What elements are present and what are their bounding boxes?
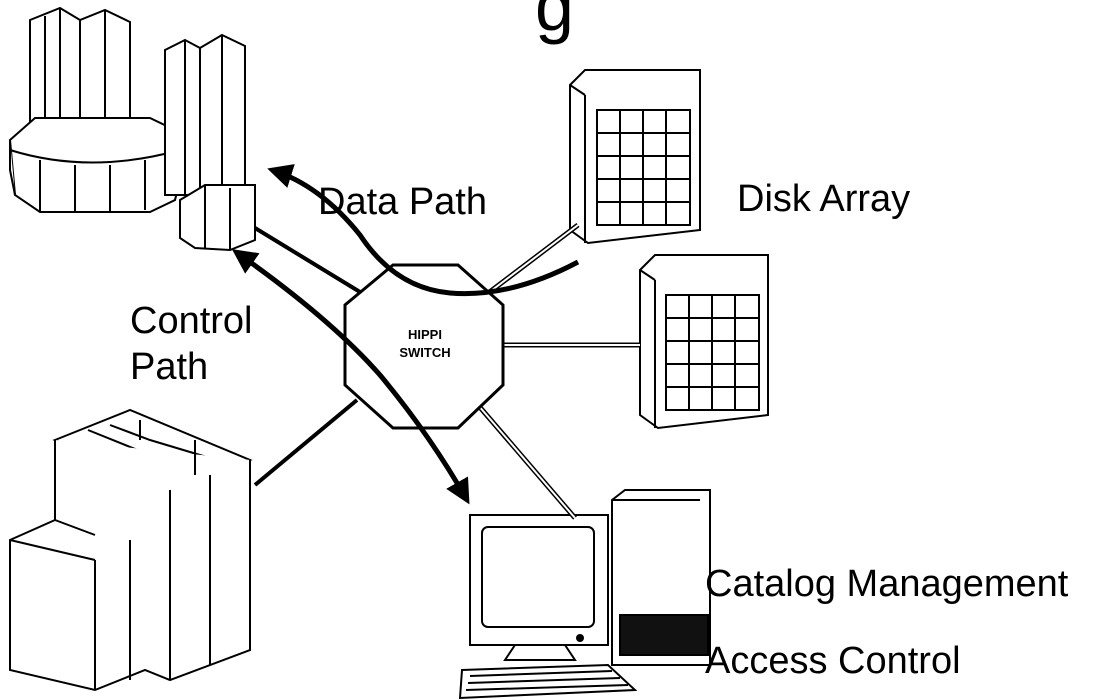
hippi-switch-label: HIPPI SWITCH [385,326,465,361]
parallel-computer-icon [9,408,253,692]
hippi-switch-line1: HIPPI [408,327,442,342]
control-path-label-line1: Control [130,300,253,342]
title-fragment: g [535,0,574,45]
access-control-label: Access Control [705,640,961,682]
disk-array-label: Disk Array [737,178,911,220]
control-path-arrow [231,249,470,505]
catalog-management-label: Catalog Management [705,563,1069,605]
control-path-label-line2: Path [130,346,209,388]
hippi-switch-line2: SWITCH [399,344,451,360]
data-path-label: Data Path [318,181,487,223]
supercomputer-icon [8,6,256,252]
disk-array-icon [569,69,701,245]
workstation-icon [458,489,711,700]
disk-array-icon [639,254,769,430]
